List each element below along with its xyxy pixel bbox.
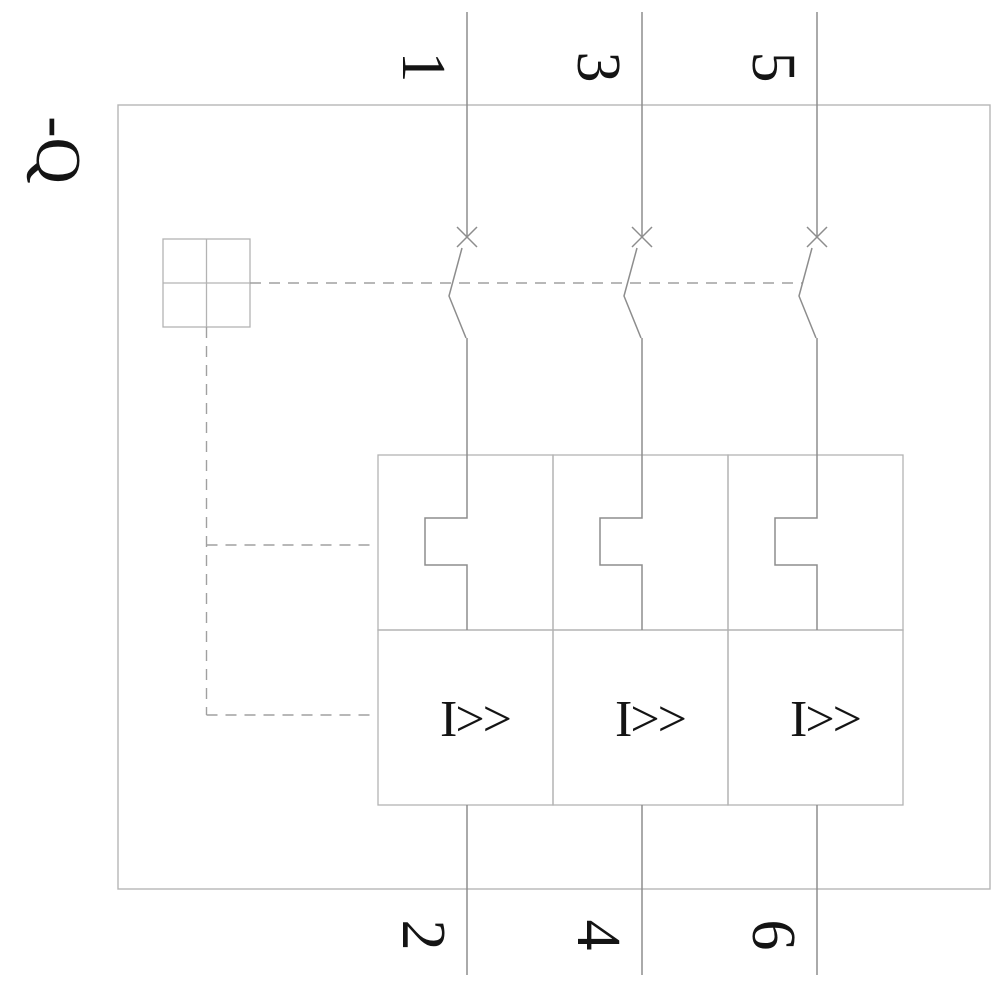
magnetic-trip-label-3: I>>	[790, 691, 862, 748]
terminal-label-3: 3	[564, 51, 632, 83]
thermal-trip-box-1	[377, 454, 554, 631]
terminal-label-2: 2	[389, 919, 457, 951]
thermal-overload-symbol-2	[599, 455, 643, 630]
terminal-label-5: 5	[739, 51, 807, 83]
terminal-label-4: 4	[564, 919, 632, 951]
thermal-trip-box-3	[727, 454, 904, 631]
thermal-overload-symbol-1	[424, 455, 468, 630]
contact-blade-2	[623, 247, 642, 339]
magnetic-trip-label-1: I>>	[440, 691, 512, 748]
magnetic-trip-box-3	[727, 629, 904, 806]
pole-group-3	[774, 12, 828, 975]
thermal-overload-symbol-3	[774, 455, 818, 630]
contact-x-icon-3	[806, 226, 828, 248]
thermal-trip-box-2	[552, 454, 729, 631]
contact-x-icon-1	[456, 226, 478, 248]
actuator-icon	[162, 238, 251, 328]
mechanical-linkage	[205, 282, 802, 716]
contact-x-icon-2	[631, 226, 653, 248]
pole-group-1	[424, 12, 478, 975]
pole-group-2	[599, 12, 653, 975]
magnetic-trip-label-2: I>>	[615, 691, 687, 748]
contact-blade-1	[448, 247, 467, 339]
terminal-label-1: 1	[389, 51, 457, 83]
contact-blade-3	[798, 247, 817, 339]
device-designator: -Q	[23, 116, 94, 184]
breaker-frame	[117, 104, 991, 890]
terminal-label-6: 6	[739, 919, 807, 951]
